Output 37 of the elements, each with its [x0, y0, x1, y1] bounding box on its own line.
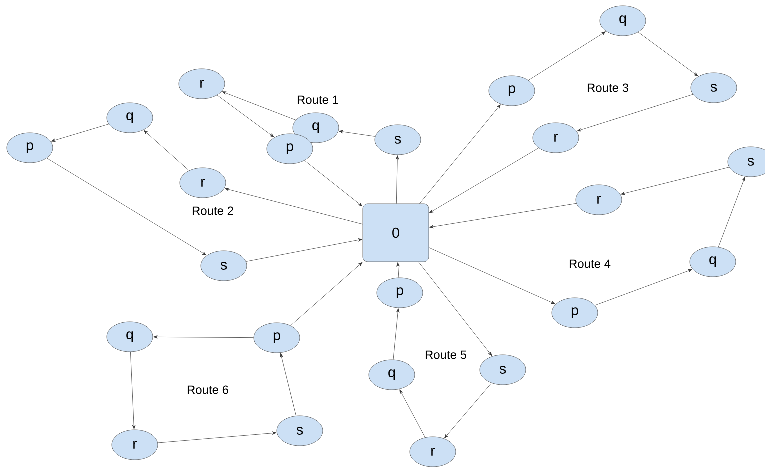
arrow — [222, 92, 296, 120]
route-label: Route 4 — [570, 260, 611, 268]
depot-box: 0 — [362, 204, 430, 262]
arrow — [396, 156, 400, 204]
arrow — [339, 130, 376, 137]
route-label: Route 5 — [426, 350, 466, 360]
arrow — [638, 32, 698, 76]
arrow — [51, 124, 110, 142]
route-label: Route 3 — [588, 84, 628, 92]
route-label: Route 2 — [192, 206, 234, 216]
arrow — [420, 104, 501, 204]
arrow — [595, 269, 692, 306]
arrow — [304, 160, 363, 207]
arrow — [396, 262, 400, 278]
arrow — [130, 352, 136, 430]
arrow — [393, 308, 400, 360]
arrow — [246, 238, 362, 262]
arrow — [154, 336, 254, 339]
arrow — [621, 167, 730, 196]
arrow — [224, 188, 363, 225]
arrow — [144, 130, 190, 171]
arrow — [430, 148, 540, 214]
arrow — [290, 262, 363, 326]
arrow — [280, 353, 296, 416]
arrow — [577, 94, 694, 132]
arrow — [430, 203, 577, 229]
arrow — [429, 248, 556, 304]
arrow — [217, 95, 274, 138]
arrow — [444, 383, 492, 438]
arrow — [158, 432, 277, 444]
arrow — [718, 177, 746, 248]
arrow — [46, 158, 207, 256]
route-label: Route 6 — [188, 386, 228, 394]
arrow — [418, 262, 492, 356]
arrow — [400, 390, 426, 438]
arrow — [528, 32, 606, 81]
route-label: Route 1 — [298, 96, 338, 104]
